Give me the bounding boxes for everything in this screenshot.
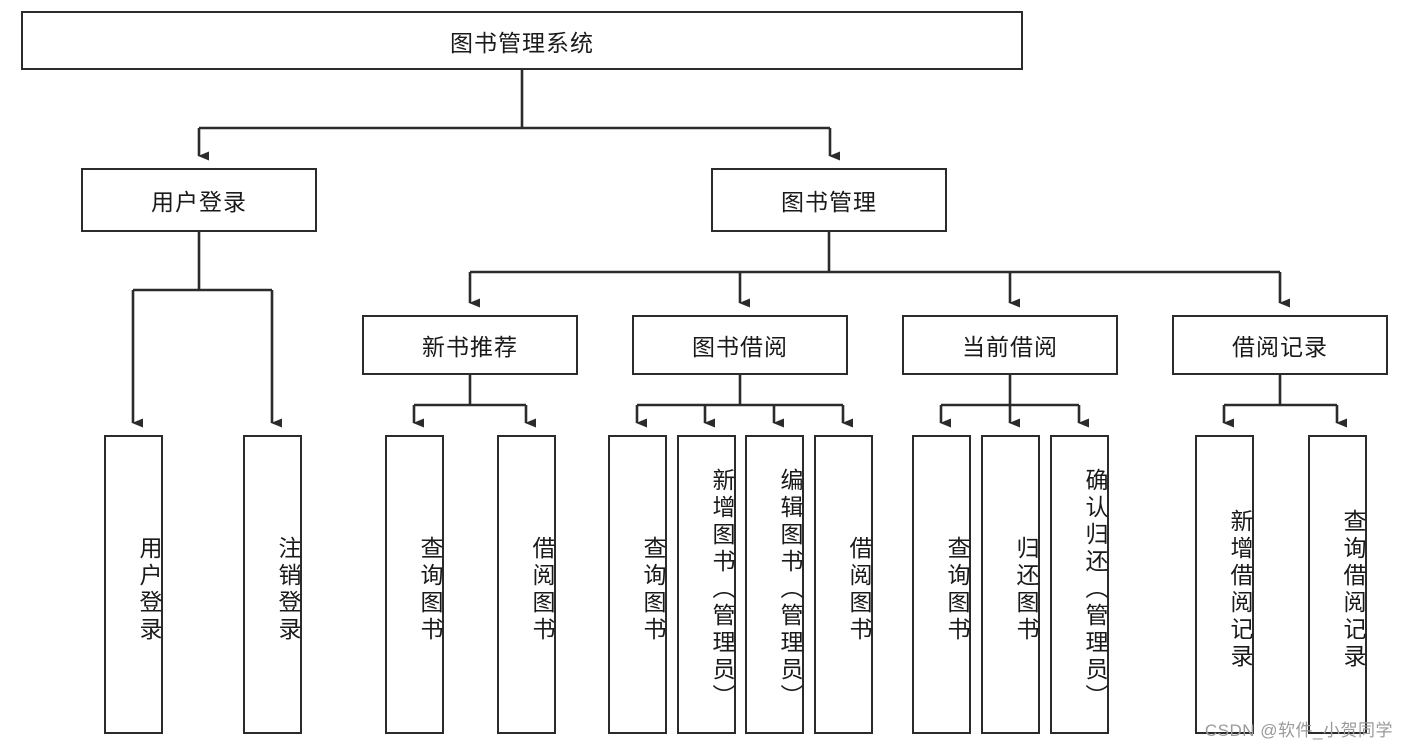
node-new-book-rec[interactable]: 新书推荐	[362, 315, 578, 375]
node-label: 注销登录	[275, 535, 301, 644]
node-label: 编辑图书（管理员）	[777, 468, 803, 711]
leaf-add-book[interactable]: 新增图书（管理员）	[677, 435, 736, 734]
node-label: 查询图书	[417, 535, 443, 644]
node-label: 新增图书（管理员）	[709, 468, 735, 711]
node-label: 确认归还（管理员）	[1082, 468, 1108, 711]
leaf-return-book[interactable]: 归还图书	[981, 435, 1040, 734]
csdn-watermark: CSDN @软件_小贺同学	[1204, 721, 1393, 740]
leaf-edit-book[interactable]: 编辑图书（管理员）	[745, 435, 804, 734]
node-user-login[interactable]: 用户登录	[81, 168, 317, 232]
node-label: 新书推荐	[422, 334, 518, 360]
node-label: 当前借阅	[962, 334, 1058, 360]
leaf-query-record[interactable]: 查询借阅记录	[1308, 435, 1367, 734]
node-borrow-record[interactable]: 借阅记录	[1172, 315, 1388, 375]
node-label: 归还图书	[1013, 535, 1039, 644]
node-label: 查询借阅记录	[1340, 508, 1366, 671]
node-label: 图书管理	[781, 189, 877, 215]
node-label: 图书借阅	[692, 334, 788, 360]
node-label: 查询图书	[640, 535, 666, 644]
node-label: 借阅图书	[846, 535, 872, 644]
leaf-query-book-3[interactable]: 查询图书	[912, 435, 971, 734]
node-book-manage[interactable]: 图书管理	[711, 168, 947, 232]
node-label: 查询图书	[944, 535, 970, 644]
leaf-borrow-book-2[interactable]: 借阅图书	[814, 435, 873, 734]
leaf-confirm-return[interactable]: 确认归还（管理员）	[1050, 435, 1109, 734]
node-label: 借阅记录	[1232, 334, 1328, 360]
leaf-logout[interactable]: 注销登录	[243, 435, 302, 734]
node-label: 新增借阅记录	[1227, 508, 1253, 671]
leaf-query-book-2[interactable]: 查询图书	[608, 435, 667, 734]
leaf-add-record[interactable]: 新增借阅记录	[1195, 435, 1254, 734]
node-root-book-management-system[interactable]: 图书管理系统	[21, 11, 1023, 70]
node-label: 图书管理系统	[450, 29, 594, 56]
node-book-borrow[interactable]: 图书借阅	[632, 315, 848, 375]
node-label: 用户登录	[136, 535, 162, 644]
leaf-borrow-book-1[interactable]: 借阅图书	[497, 435, 556, 734]
leaf-query-book-1[interactable]: 查询图书	[385, 435, 444, 734]
node-label: 用户登录	[151, 189, 247, 215]
node-label: 借阅图书	[529, 535, 555, 644]
leaf-user-login[interactable]: 用户登录	[104, 435, 163, 734]
node-current-borrow[interactable]: 当前借阅	[902, 315, 1118, 375]
